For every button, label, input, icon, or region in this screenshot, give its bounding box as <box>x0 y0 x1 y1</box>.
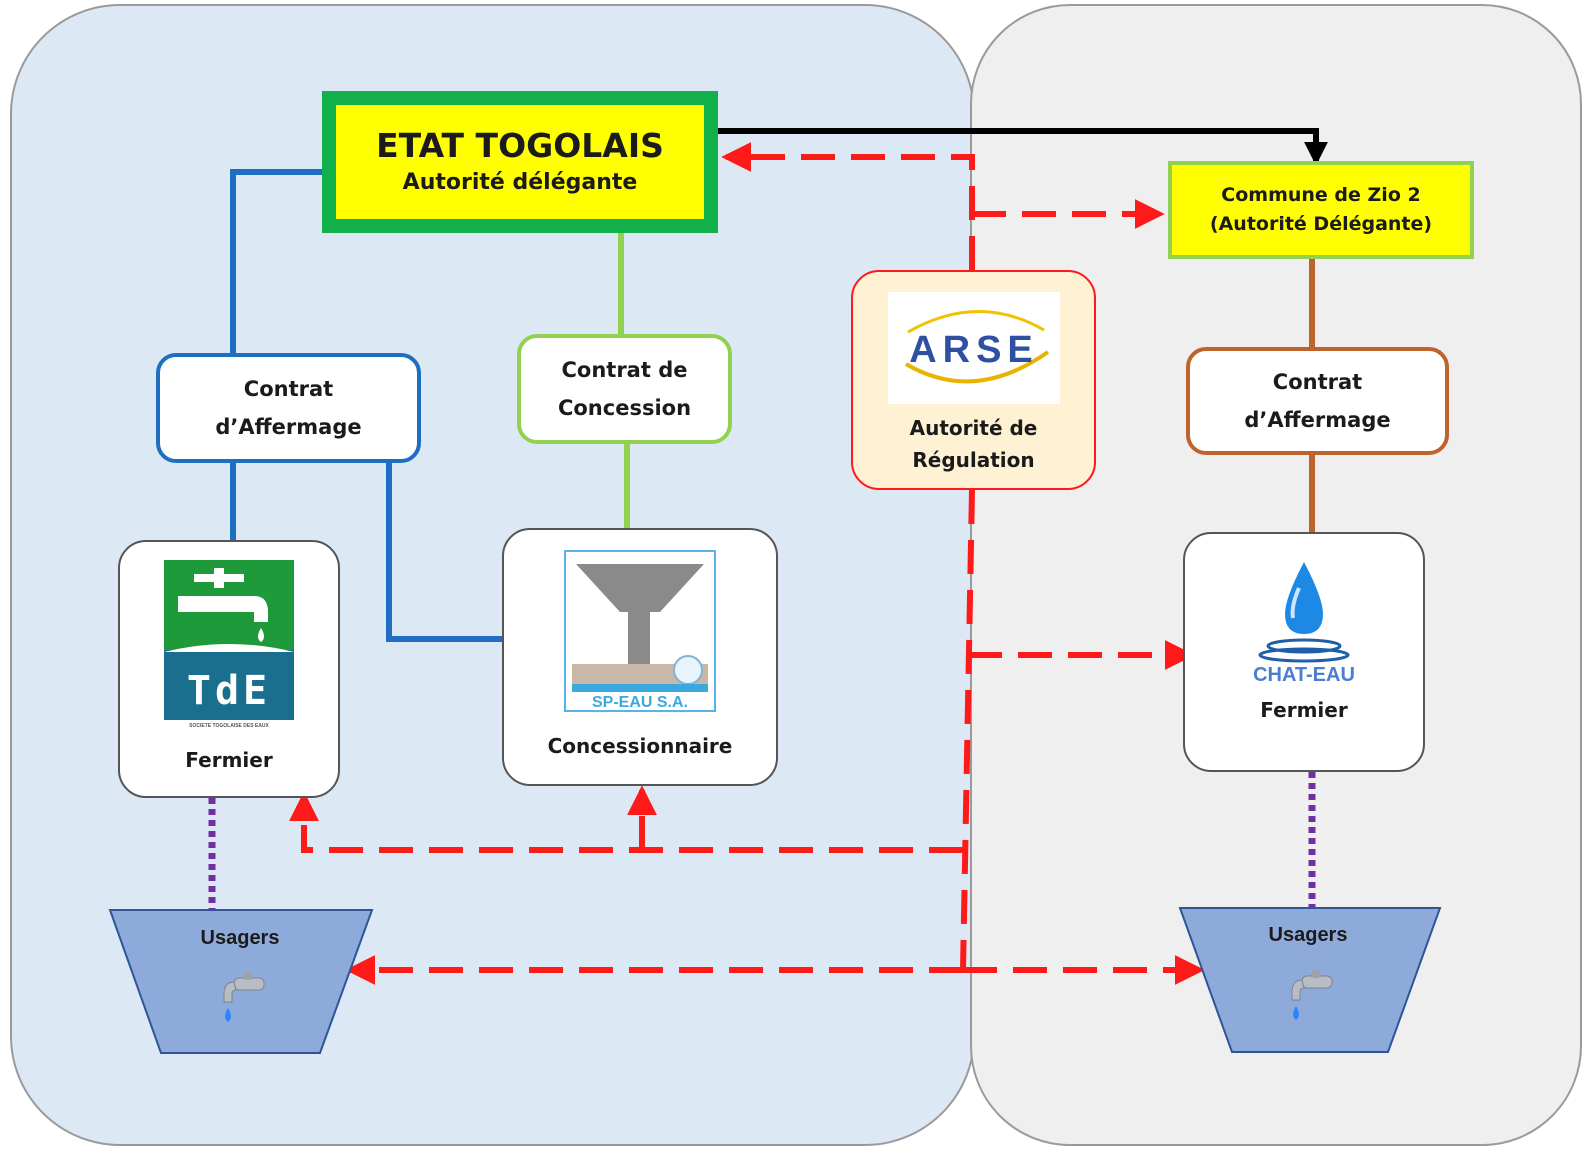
regulation-to-etat-arrow <box>721 142 975 270</box>
etat-subtitle: Autorité délégante <box>402 170 638 195</box>
etat-togolais-node: ETAT TOGOLAIS Autorité délégante <box>322 91 718 233</box>
regulation-to-tde-arrow <box>289 791 963 853</box>
chateau-logo: CHAT-EAU <box>1253 562 1355 686</box>
usagers-right-label: Usagers <box>1269 924 1348 946</box>
commune-line1: Commune de Zio 2 <box>1221 184 1421 206</box>
arse-logo-text: ARSE <box>909 329 1039 371</box>
commune-line2: (Autorité Délégante) <box>1209 213 1433 235</box>
contract-line1: Contrat <box>243 377 334 401</box>
contract-line2: Concession <box>557 396 692 420</box>
faucet-icon <box>1291 970 1333 1020</box>
tde-node: TdE SOCIETE TOGOLAISE DES EAUX Fermier <box>118 540 340 798</box>
usagers-right: Usagers <box>1178 907 1442 1053</box>
speau-node: SP-EAU S.A. Concessionnaire <box>502 528 778 786</box>
chateau-logo-text: CHAT-EAU <box>1253 664 1355 686</box>
faucet-icon <box>223 972 265 1022</box>
speau-role: Concessionnaire <box>547 734 733 758</box>
contract-affermage-left: Contrat d’Affermage <box>156 353 421 463</box>
usagers-left-label: Usagers <box>201 927 280 949</box>
regulator-label: Autorité de Régulation <box>910 412 1038 476</box>
link-etat-to-affermage-left <box>230 169 322 353</box>
tde-logo-text: TdE <box>187 668 271 714</box>
tde-logo: TdE SOCIETE TOGOLAISE DES EAUX <box>164 560 294 729</box>
etat-title: ETAT TOGOLAIS <box>376 126 664 165</box>
tde-logo-tagline: SOCIETE TOGOLAISE DES EAUX <box>189 723 269 729</box>
speau-logo-text: SP-EAU S.A. <box>592 694 688 711</box>
regulator-line2: Régulation <box>912 448 1035 472</box>
contract-line2: d’Affermage <box>215 415 362 439</box>
contract-line2: d’Affermage <box>1244 408 1391 432</box>
speau-logo: SP-EAU S.A. <box>564 550 716 712</box>
arse-logo: ARSE <box>887 292 1060 404</box>
tde-role: Fermier <box>185 748 273 772</box>
regulator-node: ARSE Autorité de Régulation <box>851 270 1096 490</box>
contract-affermage-right: Contrat d’Affermage <box>1186 347 1449 455</box>
regulation-main-trunk <box>960 489 975 971</box>
chateau-role: Fermier <box>1260 698 1348 722</box>
arrow-etat-to-commune <box>718 128 1328 166</box>
contract-line1: Contrat de <box>561 358 688 382</box>
contract-line1: Contrat <box>1272 370 1363 394</box>
chateau-node: CHAT-EAU Fermier <box>1183 532 1425 772</box>
commune-node: Commune de Zio 2 (Autorité Délégante) <box>1168 161 1474 259</box>
regulator-line1: Autorité de <box>909 416 1038 440</box>
link-affermage-to-speau <box>386 463 502 642</box>
contract-concession: Contrat de Concession <box>517 334 732 444</box>
usagers-left: Usagers <box>108 909 374 1054</box>
